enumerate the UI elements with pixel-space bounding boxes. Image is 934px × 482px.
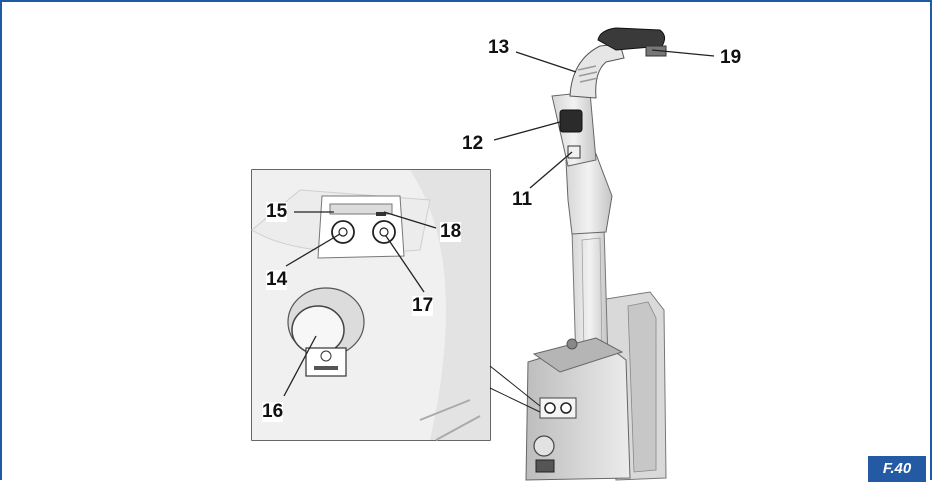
zoom-inset [251,169,491,441]
callout-18: 18 [440,221,462,242]
callout-14: 14 [266,269,288,290]
leader-lines-inset [283,211,437,397]
leader-lines-right [493,49,715,189]
callout-11: 11 [512,189,533,210]
callout-15: 15 [266,201,288,222]
zoom-pointer [489,365,541,413]
callout-13: 13 [488,37,510,58]
callout-12: 12 [462,133,484,154]
callout-17: 17 [412,295,434,316]
callout-19: 19 [720,47,742,68]
callout-16: 16 [262,401,284,422]
device-main-body [525,27,667,481]
figure-label-badge: F.40 [868,456,926,482]
